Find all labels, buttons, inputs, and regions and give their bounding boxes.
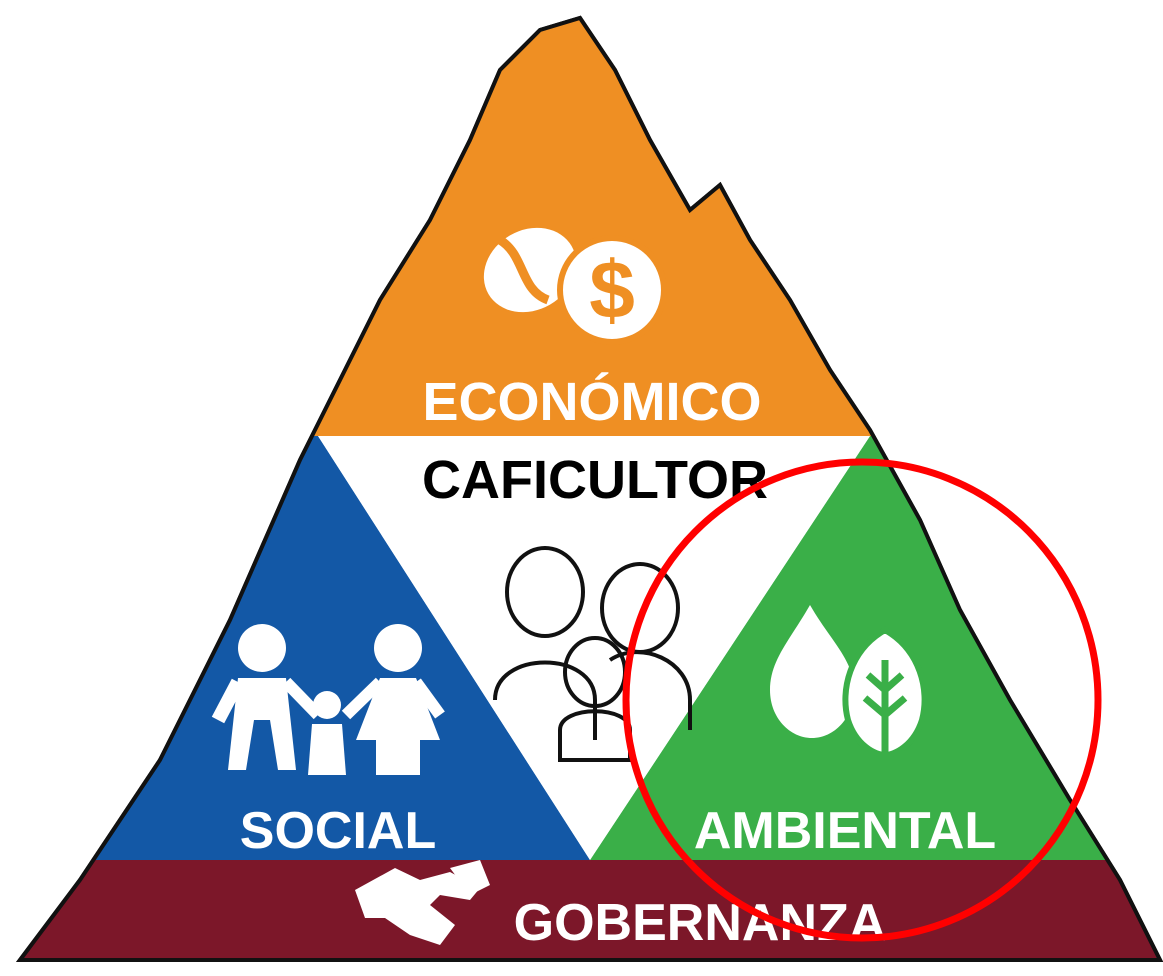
governance-label: GOBERNANZA: [514, 894, 887, 952]
family-icon: [211, 624, 445, 775]
economic-region: [20, 18, 1160, 436]
center-region: [318, 436, 870, 860]
handshake-icon: [355, 860, 490, 945]
center-label: CAFICULTOR: [422, 450, 768, 510]
highlight-circle: [622, 458, 1102, 942]
economic-label: ECONÓMICO: [422, 372, 761, 432]
environmental-label: AMBIENTAL: [694, 802, 996, 860]
water-drop-leaf-icon: [770, 605, 928, 775]
coffee-bean-dollar-icon: $: [483, 227, 667, 345]
social-label: SOCIAL: [240, 802, 436, 860]
svg-text:$: $: [589, 245, 635, 336]
